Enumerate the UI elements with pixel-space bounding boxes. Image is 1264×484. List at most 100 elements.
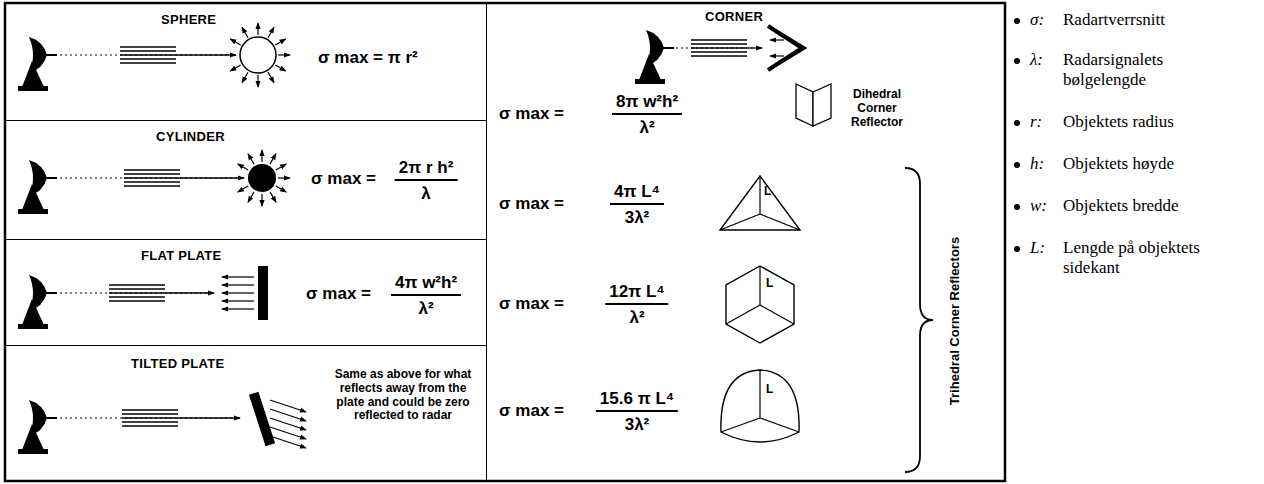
trihedral-edge: [759, 176, 760, 214]
scatter-ray: [230, 65, 240, 71]
scatter-ray: [276, 164, 286, 170]
formula: σ max = π r²: [318, 48, 418, 68]
beam-ray: [122, 425, 178, 426]
trihedral-edge: [760, 305, 794, 324]
beam-ray: [120, 54, 176, 55]
formula: σ max =: [499, 294, 564, 314]
scatter-ray: [230, 39, 240, 45]
formula-denominator: λ²: [635, 118, 658, 138]
formula-denominator: λ²: [414, 299, 437, 319]
scatter-ray: [270, 154, 276, 164]
beam-ray: [122, 409, 178, 410]
beam-line: [60, 417, 240, 418]
list-bullet: [1014, 246, 1020, 252]
panel-title: CYLINDER: [156, 129, 225, 144]
trihedral-edge: [726, 305, 760, 324]
list-bullet: [1014, 120, 1020, 126]
beam-ray: [124, 177, 180, 178]
formula: σ max =: [499, 194, 564, 214]
beam-ray: [120, 58, 176, 59]
beam-ray: [122, 421, 178, 422]
scatter-ray: [276, 186, 286, 192]
scatter-ray: [248, 154, 254, 164]
beam-ray: [109, 300, 165, 301]
formula-numerator: 2π r h²: [395, 158, 458, 181]
corner-panel: CORNER σ max = 8π w²h² λ² Dihedral Corner Re…: [486, 3, 1005, 481]
return-ray: [222, 292, 254, 293]
return-ray: [222, 284, 254, 285]
beam-ray: [109, 292, 165, 293]
scatter-ray: [238, 164, 248, 170]
scatter-ray: [238, 186, 248, 192]
trihedral-circular: [721, 370, 799, 442]
beam-line: [60, 54, 236, 55]
dihedral-icon: [813, 84, 831, 126]
group-label: Trihedral Corner Reflectors: [947, 237, 962, 405]
formula-denominator: 3λ²: [621, 208, 654, 228]
list-bullet: [1014, 58, 1020, 64]
scatter-ray: [270, 192, 276, 202]
scatter-ray: [257, 75, 258, 87]
outer-frame: [5, 3, 1005, 481]
beam-ray: [109, 288, 165, 289]
scatter-ray: [261, 150, 262, 162]
dimension-label: L: [766, 276, 773, 290]
return-ray: [222, 300, 254, 301]
symbol: λ:: [1030, 50, 1043, 70]
beam-line: [60, 177, 244, 178]
formula-numerator: 12π L⁴: [605, 282, 668, 305]
scatter-ray: [268, 72, 274, 82]
flat-plate: [258, 266, 268, 320]
formula: σ max =: [499, 401, 564, 421]
trihedral-edge: [760, 418, 799, 432]
beam-ray: [120, 62, 176, 63]
corner-target: [776, 30, 806, 66]
formula-numerator: 8π w²h²: [612, 92, 682, 115]
deflected-ray: [270, 436, 306, 448]
radar-antenna: [18, 275, 57, 329]
beam-ray: [124, 169, 180, 170]
panel-title: CORNER: [705, 9, 763, 24]
trihedral-edge: [721, 418, 760, 432]
panel-title: TILTED PLATE: [131, 356, 224, 371]
beam-ray: [124, 181, 180, 182]
formula: σ max =: [499, 104, 564, 124]
flat-plate-panel: FLAT PLATEσ max =4π w²h²λ²: [5, 239, 487, 346]
trihedral-edge: [759, 370, 760, 418]
symbol: L:: [1030, 238, 1045, 258]
beam-ray: [124, 173, 180, 174]
radar-antenna: [635, 30, 674, 84]
list-bullet: [1014, 18, 1020, 24]
tilted-plate-panel: TILTED PLATESame as above for what refle…: [5, 345, 487, 481]
symbol-description: Lengde på objektets sidekant: [1063, 238, 1203, 279]
formula-numerator: 4π L⁴: [610, 182, 664, 205]
beam-ray: [691, 39, 747, 40]
scatter-ray: [278, 54, 290, 55]
beam-ray: [122, 413, 178, 414]
symbol-description: Objektets bredde: [1063, 196, 1203, 216]
formula: σ max =: [311, 169, 376, 189]
reflector-name: Dihedral Corner Reflector: [837, 88, 917, 129]
beam-ray: [120, 50, 176, 51]
formula: σ max =: [306, 284, 371, 304]
beam-ray: [109, 296, 165, 297]
beam-ray: [691, 51, 747, 52]
scatter-ray: [278, 177, 290, 178]
return-ray: [770, 39, 784, 40]
formula-denominator: 3λ²: [621, 415, 654, 435]
symbol: w:: [1030, 196, 1047, 216]
trihedral-edge: [760, 214, 800, 230]
formula-numerator: 4π w²h²: [391, 273, 461, 296]
symbol-description: Radarsignalets bølgelengde: [1063, 50, 1203, 91]
scatter-ray: [257, 23, 258, 35]
beam-arrow: [176, 54, 236, 55]
dihedral-icon: [796, 84, 813, 126]
trihedral-square: [726, 266, 794, 343]
beam-ray: [120, 46, 176, 47]
radar-antenna: [18, 160, 57, 214]
formula-numerator: 15.6 π L⁴: [596, 389, 678, 412]
bracket: [905, 168, 933, 472]
scatter-ray: [275, 65, 285, 71]
scatter-ray: [242, 27, 248, 37]
